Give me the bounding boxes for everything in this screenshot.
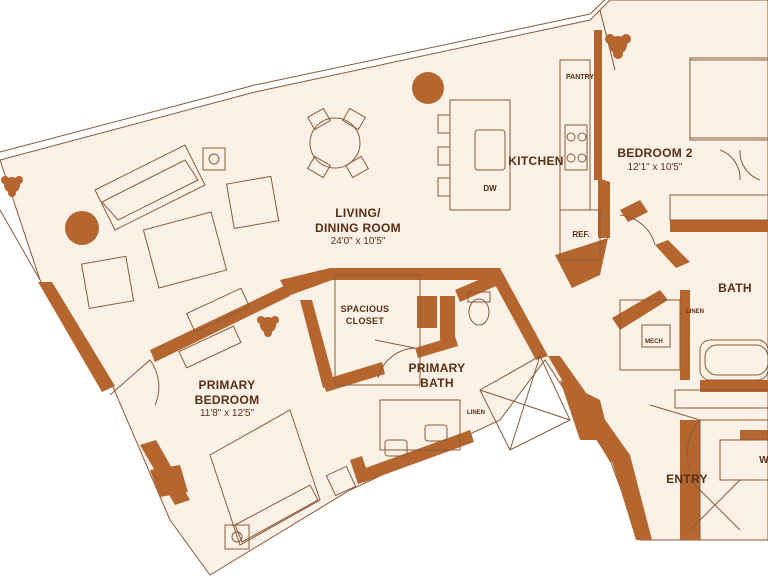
primary-bedroom-label: PRIMARY xyxy=(199,378,256,392)
fixture-labels: PANTRY DW REF. LINEN LINEN MECH xyxy=(467,74,704,416)
ref-label: REF. xyxy=(572,230,589,239)
sink-icon xyxy=(384,324,671,457)
room-labels: LIVING/ DINING ROOM 24'0" x 10'5" KITCHE… xyxy=(195,146,768,486)
linen-primary-label: LINEN xyxy=(467,410,485,416)
bedroom-2-label: BEDROOM 2 xyxy=(617,146,692,160)
window-line-lower xyxy=(0,209,41,281)
bedroom-2-dims: 12'1" x 10'5" xyxy=(628,162,683,173)
bath-label: BATH xyxy=(718,281,752,295)
cabinetry xyxy=(334,59,768,541)
pantry-label: PANTRY xyxy=(566,74,594,81)
sofa-icon xyxy=(94,144,206,231)
plant-icon xyxy=(605,34,631,59)
window-line xyxy=(0,0,606,153)
closet-label: SPACIOUS xyxy=(341,304,390,314)
plants xyxy=(1,34,631,337)
plant-icon xyxy=(1,176,23,197)
primary-bath-label: PRIMARY xyxy=(409,361,466,375)
walls xyxy=(38,30,768,540)
plant-icon xyxy=(257,316,279,337)
entry-label: ENTRY xyxy=(666,472,708,486)
bed-icon xyxy=(209,409,321,546)
closet-label-2: CLOSET xyxy=(346,316,385,326)
kitchen-label: KITCHEN xyxy=(508,154,563,168)
shower-icon xyxy=(479,355,571,451)
tub-icon xyxy=(704,344,768,376)
furniture xyxy=(80,57,768,550)
living-room-dims: 24'0" x 10'5" xyxy=(331,236,386,247)
round-table-icon xyxy=(307,107,369,179)
dw-label: DW xyxy=(483,184,497,193)
linen-bath-label: LINEN xyxy=(686,309,704,315)
w-label: W xyxy=(759,455,768,466)
primary-bedroom-dims: 11'8" x 12'5" xyxy=(200,408,255,419)
living-room-label: LIVING/ xyxy=(335,206,381,220)
mech-label: MECH xyxy=(645,339,663,345)
living-room-label-2: DINING ROOM xyxy=(315,221,401,235)
primary-bedroom-label-2: BEDROOM xyxy=(195,393,260,407)
primary-bath-label-2: BATH xyxy=(420,376,454,390)
stove-icon xyxy=(566,132,587,163)
toilet-icon xyxy=(467,291,491,326)
round-accent-tables xyxy=(65,72,444,245)
